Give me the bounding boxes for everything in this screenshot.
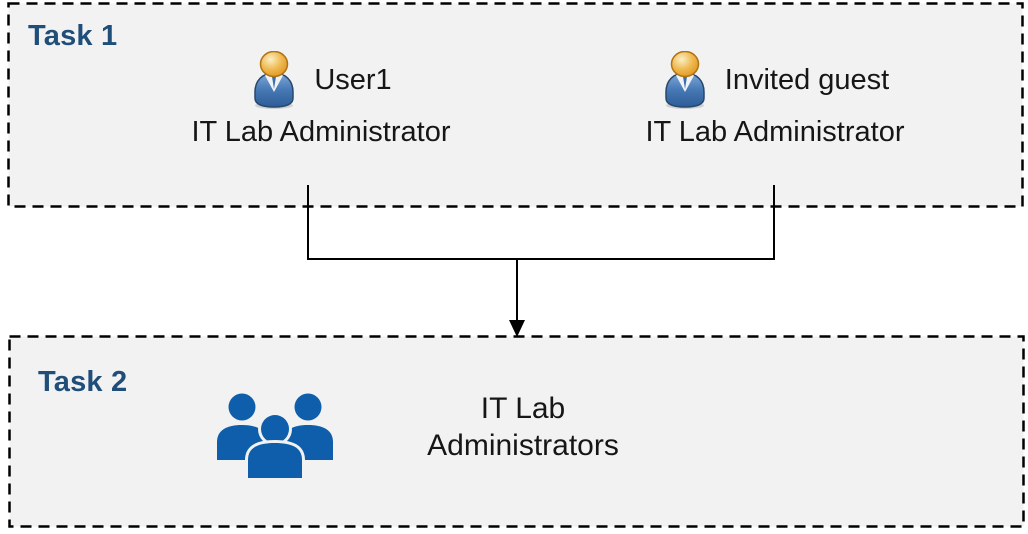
task1-user1-row: User1	[121, 50, 521, 110]
task2-box	[8, 335, 1025, 528]
group-front-person	[245, 412, 305, 480]
task1-invited-guest-group: Invited guest IT Lab Administrator	[575, 50, 975, 149]
user-name: Invited guest	[724, 63, 890, 96]
task2-label: Task 2	[38, 366, 128, 398]
user-name: User1	[314, 63, 392, 96]
user-person-icon	[665, 51, 705, 109]
task1-label: Task 1	[28, 20, 118, 52]
connector-merge-lines	[307, 185, 775, 322]
user-role: IT Lab Administrator	[645, 116, 905, 148]
group-name: IT Lab Administrators	[427, 392, 619, 462]
arrow-down-icon	[509, 320, 525, 337]
user-role: IT Lab Administrator	[191, 116, 451, 148]
task1-invited-guest-row: Invited guest	[575, 50, 975, 110]
task1-box	[7, 2, 1024, 208]
user-person-icon	[254, 51, 295, 109]
people-group-icon	[217, 393, 333, 480]
task1-user1-group: User1 IT Lab Administrator	[121, 50, 521, 149]
